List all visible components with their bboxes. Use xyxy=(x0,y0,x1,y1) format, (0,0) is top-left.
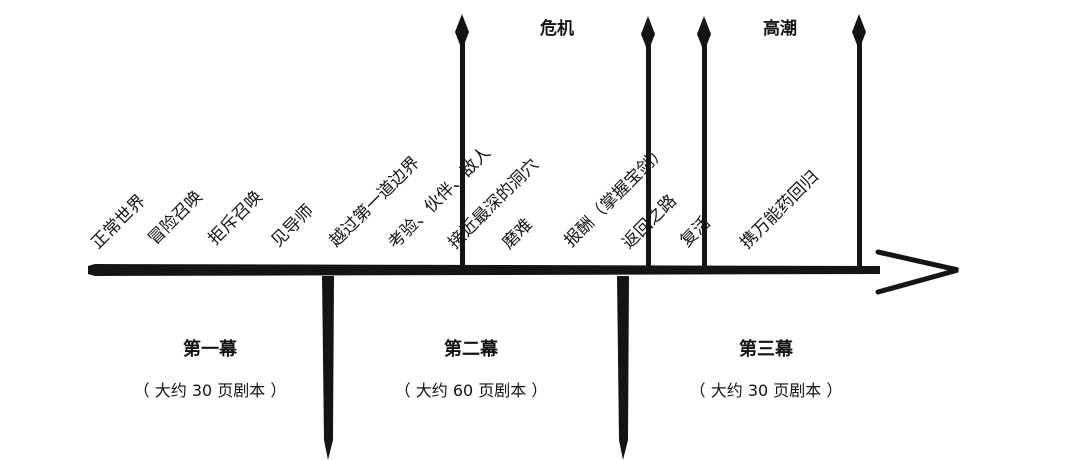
peak-label-crisis: 危机 xyxy=(540,19,574,39)
act-3-title: 第三幕 xyxy=(739,339,793,360)
act-divider-2 xyxy=(617,276,629,460)
marker-climax xyxy=(852,14,866,268)
act-divider-1 xyxy=(322,276,334,460)
timeline-arrow xyxy=(88,264,880,276)
act-1: 第一幕 （ 大约 30 页剧本 ） xyxy=(134,335,287,401)
act-1-pages: （ 大约 30 页剧本 ） xyxy=(133,381,287,400)
peak-label-climax: 高潮 xyxy=(763,19,797,39)
marker-reward xyxy=(641,16,655,268)
act-3: 第三幕 （ 大约 30 页剧本 ） xyxy=(690,335,843,401)
act-3-pages: （ 大约 30 页剧本 ） xyxy=(689,381,843,400)
act-2-pages: （ 大约 60 页剧本 ） xyxy=(394,381,548,400)
act-2: 第二幕 （ 大约 60 页剧本 ） xyxy=(395,335,548,401)
marker-resurrection xyxy=(697,16,711,268)
act-2-title: 第二幕 xyxy=(444,339,498,360)
timeline-arrowhead xyxy=(875,249,959,295)
act-1-title: 第一幕 xyxy=(183,339,237,360)
marker-crisis xyxy=(455,14,469,268)
